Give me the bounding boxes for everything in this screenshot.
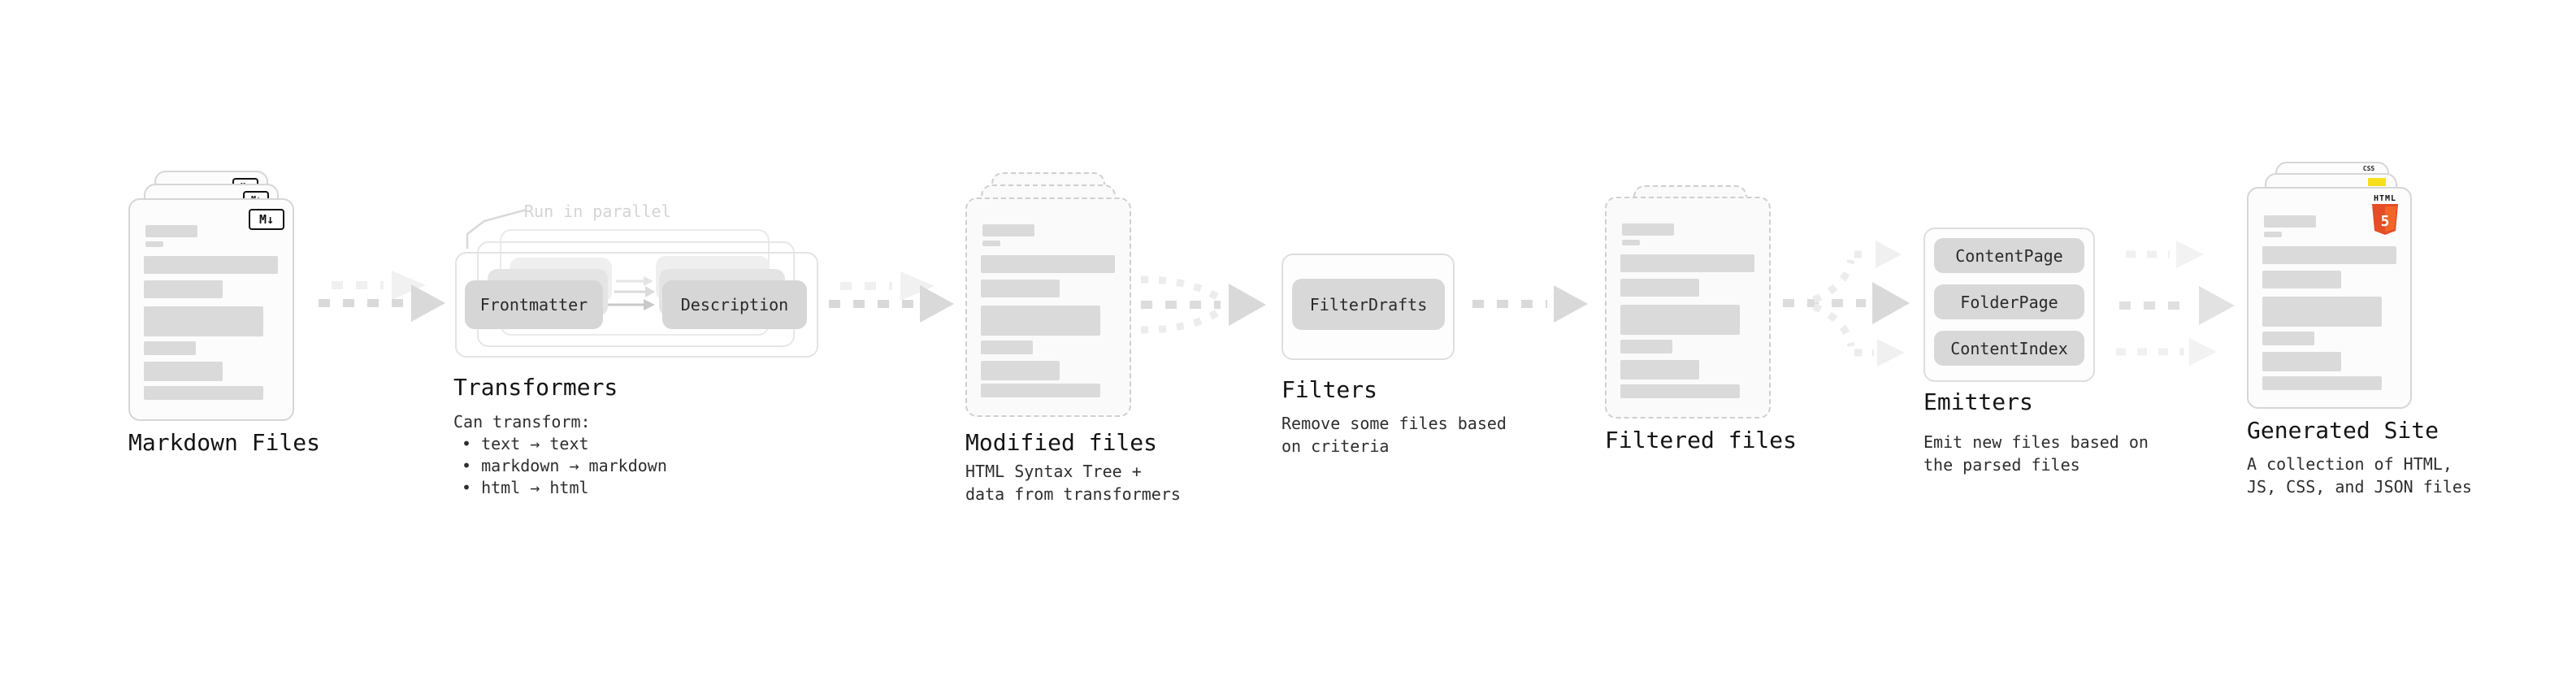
file-text-bar	[981, 306, 1100, 336]
modified-file-card-front	[965, 197, 1131, 417]
file-text-bar	[2262, 332, 2314, 345]
transformers-title: Transformers	[453, 374, 618, 401]
file-text-bar	[144, 362, 223, 381]
file-text-bar	[981, 384, 1100, 397]
file-text-bar	[981, 255, 1115, 273]
contentpage-pill: ContentPage	[1934, 238, 2084, 273]
file-text-bar	[1620, 279, 1699, 297]
generated-site-title: Generated Site	[2247, 417, 2439, 444]
transformers-bullet-2: • markdown → markdown	[462, 456, 667, 475]
file-text-bar	[1620, 254, 1754, 272]
emitters-title: Emitters	[1923, 388, 2033, 415]
arrow-modified-to-filters-merge	[1140, 275, 1266, 334]
file-text-bar	[2262, 352, 2341, 371]
file-text-bar	[145, 241, 163, 247]
file-text-bar	[1622, 223, 1674, 236]
file-text-bar	[982, 224, 1034, 236]
file-text-bar	[144, 306, 263, 336]
arrow-emitters-to-site	[2116, 241, 2235, 366]
file-text-bar	[2262, 376, 2382, 390]
file-text-bar	[2264, 232, 2282, 237]
contentindex-pill: ContentIndex	[1934, 331, 2084, 366]
modified-files-subtitle: HTML Syntax Tree + data from transformer…	[965, 462, 1181, 504]
modified-files-title: Modified files	[965, 429, 1158, 456]
file-text-bar	[2262, 271, 2341, 288]
filters-subtitle: Remove some files based on criteria	[1281, 414, 1507, 456]
arrow-filtered-to-emitters-fanout	[1783, 241, 1910, 367]
run-in-parallel-annotation: Run in parallel	[524, 202, 671, 221]
transformers-heading: Can transform:	[453, 412, 591, 432]
file-text-bar	[1620, 384, 1740, 398]
filtered-files-title: Filtered files	[1605, 427, 1798, 453]
svg-text:5: 5	[2381, 213, 2390, 230]
file-text-bar	[982, 241, 1000, 246]
generated-site-subtitle: A collection of HTML, JS, CSS, and JSON …	[2247, 454, 2472, 497]
file-text-bar	[2262, 246, 2396, 264]
file-text-bar	[1622, 240, 1640, 245]
file-text-bar	[1620, 340, 1672, 354]
folderpage-pill: FolderPage	[1934, 284, 2084, 319]
markdown-icon: M↓	[249, 209, 284, 230]
file-text-bar	[144, 341, 196, 355]
transformer-layer-box-front	[455, 252, 818, 358]
file-text-bar	[981, 361, 1060, 380]
markdown-files-title: Markdown Files	[128, 429, 321, 456]
transformers-bullet-1: • text → text	[462, 434, 589, 453]
markdown-file-card-front: M↓	[128, 198, 294, 421]
arrow-filters-to-filtered	[1472, 285, 1588, 323]
file-text-bar	[2264, 215, 2316, 228]
filters-title: Filters	[1281, 376, 1378, 403]
description-pill: Description	[662, 280, 807, 329]
arrow-markdown-to-transformers	[319, 271, 445, 322]
file-text-bar	[2262, 297, 2382, 327]
file-text-bar	[981, 340, 1033, 354]
arrow-transformers-to-modified	[829, 271, 954, 323]
html5-icon: HTML 5	[2370, 194, 2400, 235]
annotation-leader-line	[466, 208, 527, 249]
transformers-bullet-3: • html → html	[462, 478, 589, 497]
file-text-bar	[145, 225, 197, 237]
file-text-bar	[981, 280, 1060, 297]
file-text-bar	[144, 256, 278, 274]
filterdrafts-pill: FilterDrafts	[1292, 279, 1445, 330]
file-text-bar	[1620, 305, 1740, 335]
transformer-pill-arrows	[608, 276, 655, 310]
filtered-file-card-front	[1605, 197, 1771, 419]
site-file-card-front: HTML 5	[2247, 187, 2412, 409]
file-text-bar	[144, 386, 263, 400]
file-text-bar	[1620, 360, 1699, 380]
file-text-bar	[144, 280, 223, 298]
frontmatter-pill: Frontmatter	[465, 280, 603, 329]
js-icon	[2368, 178, 2386, 186]
emitters-subtitle: Emit new files based on the parsed files	[1923, 432, 2149, 475]
